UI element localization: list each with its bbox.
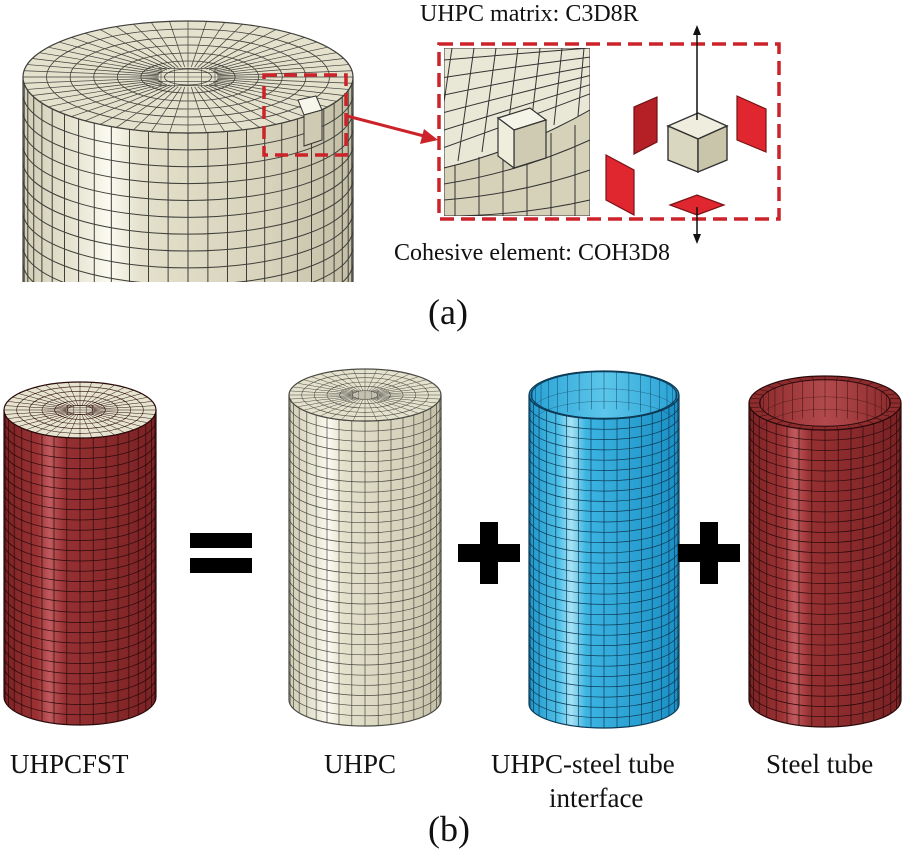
uhpc-cylinder-closeup — [23, 21, 353, 386]
matrix-label: UHPC matrix: C3D8R — [420, 1, 639, 28]
label-steel-tube: Steel tube — [766, 749, 873, 780]
label-interface-line1: UHPC-steel tube — [491, 749, 675, 780]
uhpc-core-model — [289, 369, 441, 726]
equals-sign — [190, 533, 252, 573]
zoom-arrow — [347, 116, 438, 144]
plus-sign-2 — [678, 522, 740, 584]
label-interface-line2: interface — [549, 783, 643, 814]
cohesive-label: Cohesive element: COH3D8 — [394, 240, 670, 267]
label-uhpc: UHPC — [324, 749, 396, 780]
label-uhpcfst: UHPCFST — [10, 749, 129, 780]
uhpcfst-model — [4, 382, 156, 725]
caption-b: (b) — [428, 808, 470, 850]
caption-a: (a) — [428, 291, 468, 333]
interface-model — [529, 371, 679, 728]
plus-sign-1 — [458, 522, 520, 584]
steel-tube-model — [749, 376, 901, 727]
